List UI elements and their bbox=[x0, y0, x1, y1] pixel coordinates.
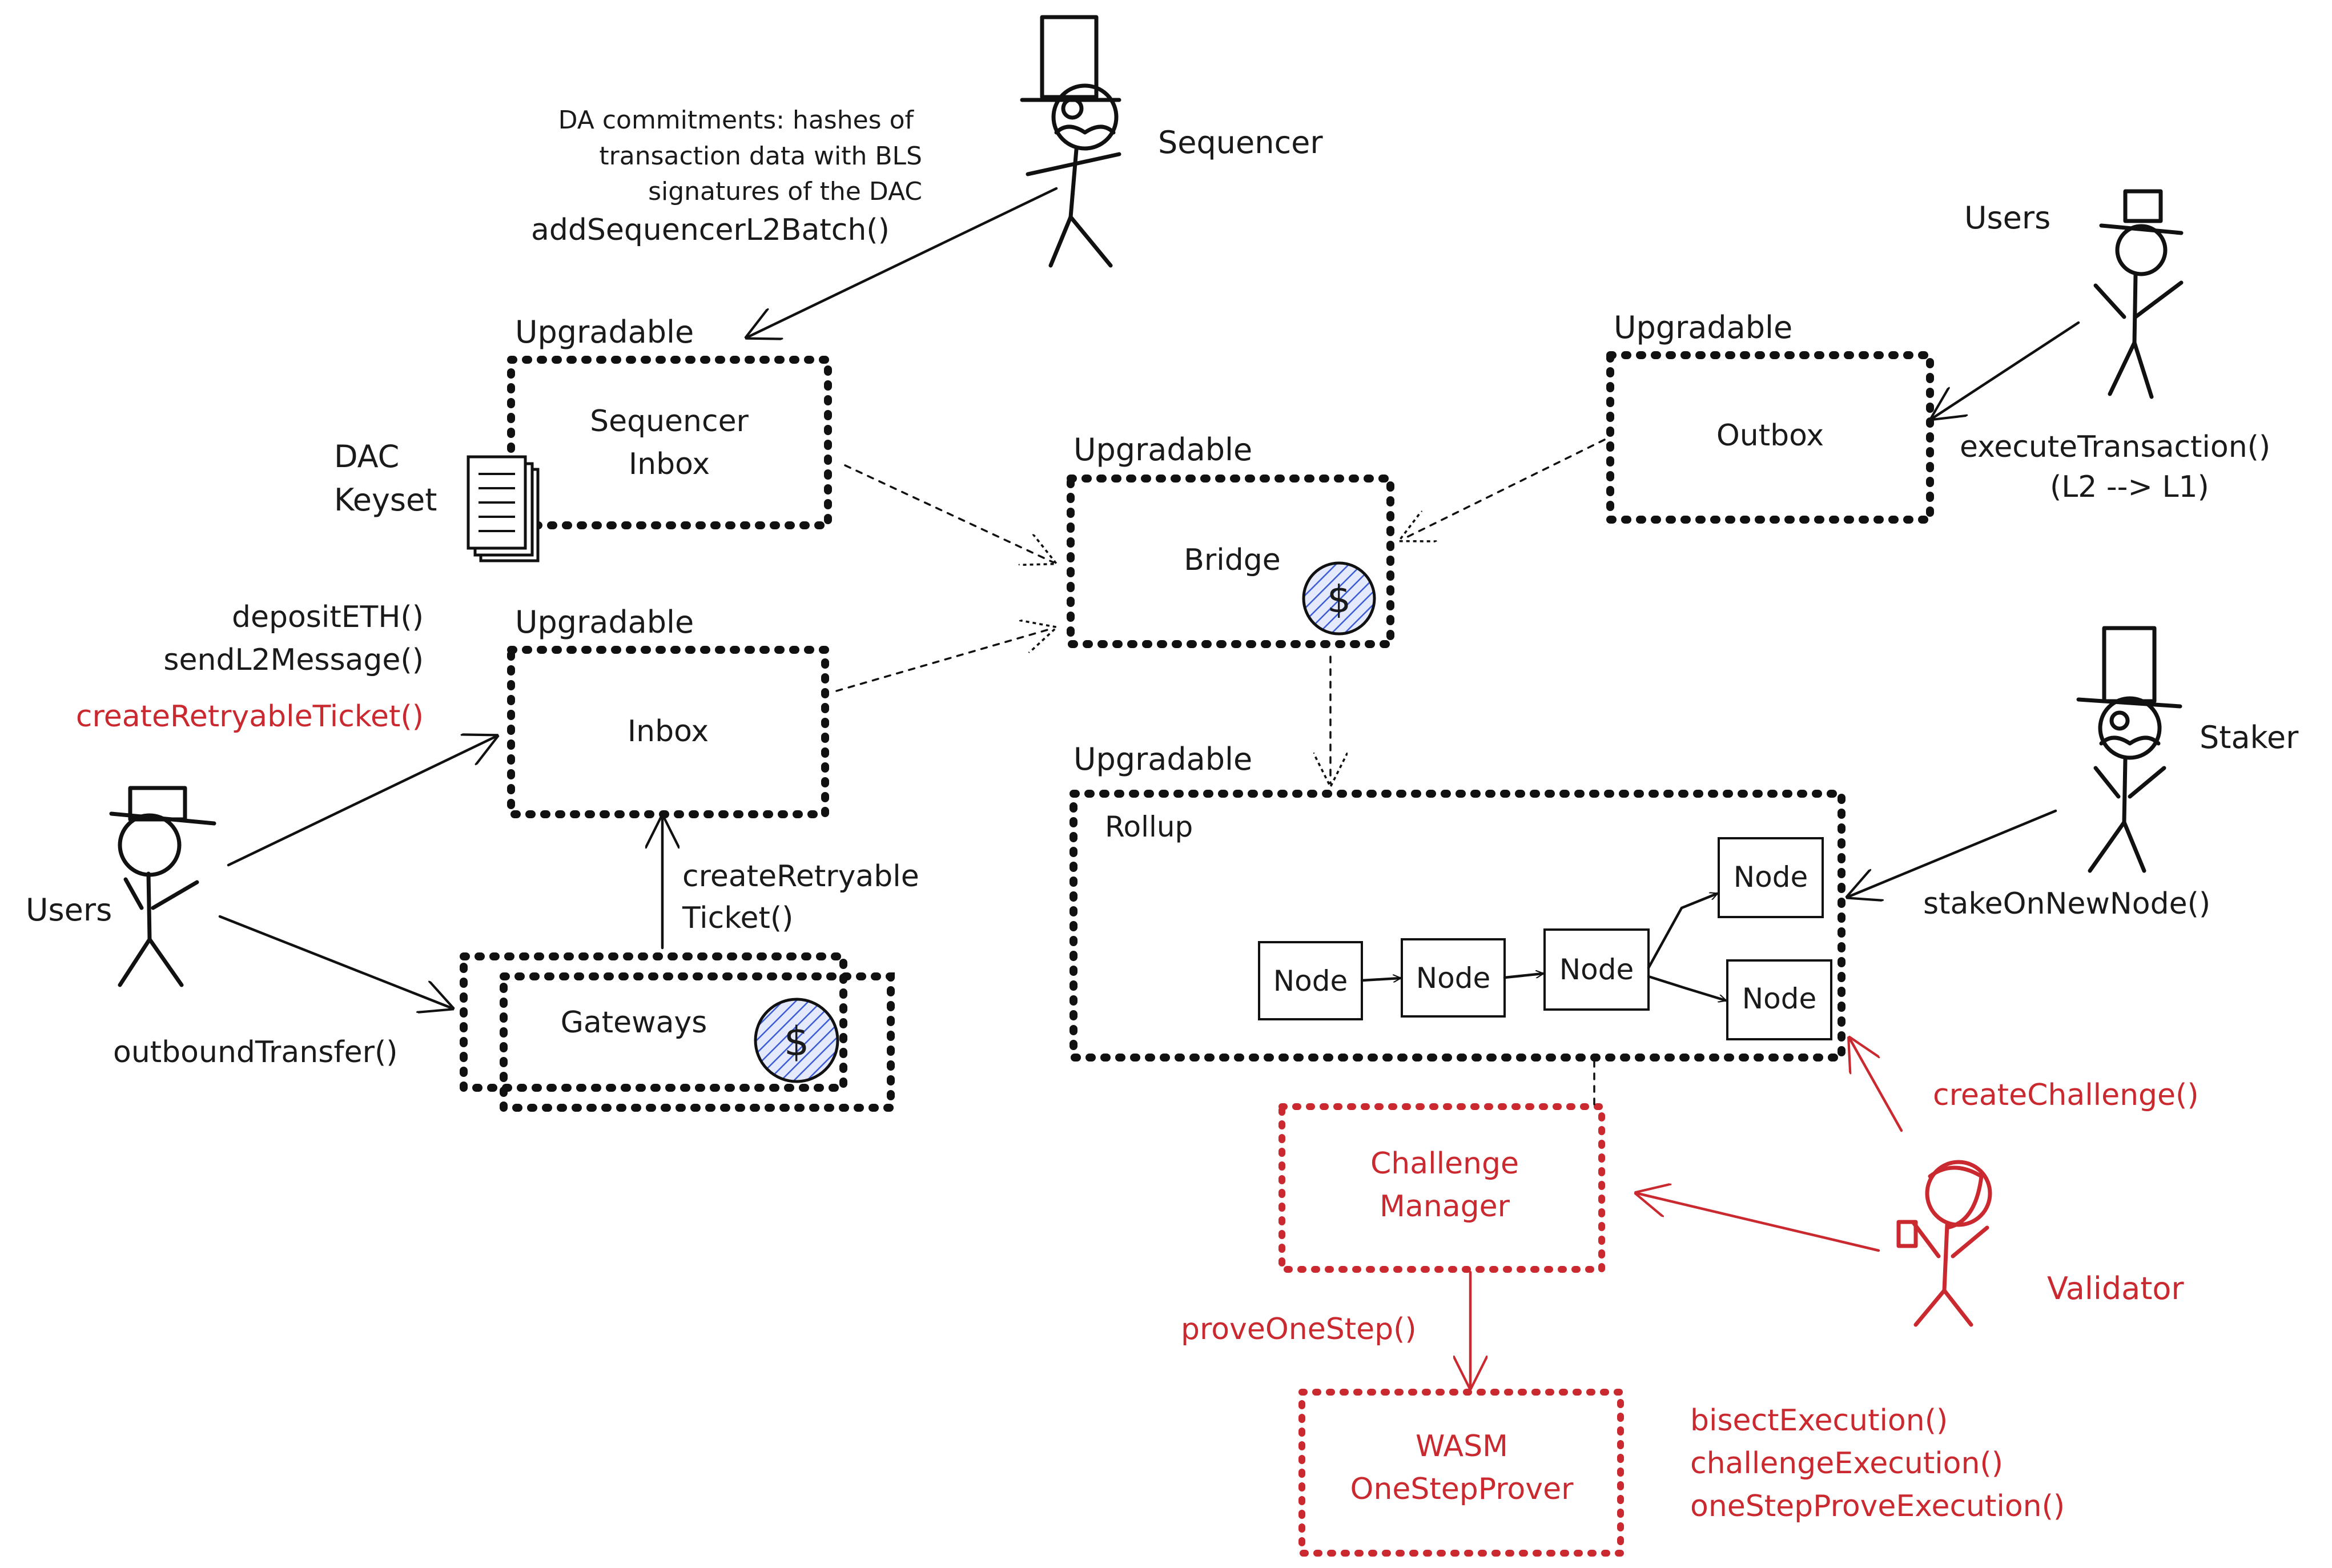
rollup-upgradable-tag: Upgradable bbox=[1073, 741, 1252, 777]
gateways-box[interactable] bbox=[460, 952, 847, 1092]
create-challenge-call: createChallenge() bbox=[1933, 1078, 2199, 1112]
users-top-right-figure-icon bbox=[2093, 189, 2184, 399]
rollup-node-3-label: Node bbox=[1559, 953, 1634, 986]
node-edge-3-5 bbox=[1647, 975, 1726, 1000]
dac-keyset-label-line2: Keyset bbox=[334, 482, 437, 518]
bridge-label: Bridge bbox=[1184, 543, 1281, 577]
dac-keyset-label-line1: DAC bbox=[334, 439, 399, 475]
sequencer-label: Sequencer bbox=[1158, 124, 1323, 160]
edge-sequencer-inbox-to-bridge bbox=[844, 464, 1054, 562]
bridge-coin-symbol: $ bbox=[1327, 577, 1351, 621]
inbox-label: Inbox bbox=[628, 714, 709, 749]
sequencer-inbox-upgradable-tag: Upgradable bbox=[515, 314, 694, 350]
execute-transaction-call: executeTransaction() bbox=[1960, 430, 2270, 464]
add-sequencer-batch-call: addSequencerL2Batch() bbox=[531, 213, 890, 247]
node-edge-3-4 bbox=[1647, 894, 1717, 970]
bridge-coin-icon: $ bbox=[1302, 561, 1376, 636]
edge-inbox-to-bridge bbox=[835, 628, 1054, 692]
sequencer-figure-icon bbox=[1020, 15, 1121, 268]
rollup-node-4[interactable]: Node bbox=[1718, 837, 1824, 918]
sequencer-inbox-box[interactable] bbox=[507, 356, 832, 529]
bridge-upgradable-tag: Upgradable bbox=[1073, 432, 1252, 468]
create-retryable-ticket-call: createRetryableTicket() bbox=[76, 699, 424, 734]
l2-to-l1-note: (L2 --> L1) bbox=[2050, 470, 2209, 504]
staker-figure-icon bbox=[2076, 626, 2182, 873]
gateways-coin-symbol: $ bbox=[784, 1018, 810, 1065]
outbound-transfer-call: outboundTransfer() bbox=[113, 1035, 398, 1070]
da-commitments-note-line1: DA commitments: hashes of bbox=[558, 106, 915, 135]
wasm-osp-label-line1: WASM bbox=[1416, 1429, 1508, 1464]
node-edge-1-2 bbox=[1360, 978, 1402, 980]
rollup-label: Rollup bbox=[1105, 810, 1193, 843]
challenge-execution-call: challengeExecution() bbox=[1690, 1446, 2003, 1481]
edge-users-to-gateways bbox=[218, 915, 451, 1008]
validator-figure-icon bbox=[1896, 1160, 1992, 1327]
challenge-manager-box[interactable] bbox=[1278, 1103, 1605, 1273]
edge-validator-to-challenge-manager bbox=[1638, 1193, 1880, 1252]
outbox-label: Outbox bbox=[1716, 419, 1824, 453]
edge-validator-to-rollup bbox=[1850, 1039, 1903, 1132]
rollup-box[interactable] bbox=[1069, 790, 1846, 1062]
edge-users-to-outbox bbox=[1933, 321, 2080, 418]
rollup-node-3[interactable]: Node bbox=[1543, 928, 1650, 1011]
prove-one-step-call: proveOneStep() bbox=[1181, 1312, 1417, 1346]
da-commitments-note-line3: signatures of the DAC bbox=[648, 177, 922, 206]
rollup-node-5-label: Node bbox=[1742, 982, 1817, 1015]
one-step-prove-execution-call: oneStepProveExecution() bbox=[1690, 1489, 2065, 1523]
outbox-box[interactable] bbox=[1606, 351, 1934, 524]
wasm-osp-box[interactable] bbox=[1298, 1389, 1624, 1557]
gateways-create-retryable-line2: Ticket() bbox=[682, 901, 793, 935]
gateways-coin-icon: $ bbox=[754, 998, 839, 1083]
wasm-osp-label-line2: OneStepProver bbox=[1350, 1472, 1574, 1506]
challenge-manager-label-line2: Manager bbox=[1380, 1189, 1510, 1224]
bisect-execution-call: bisectExecution() bbox=[1690, 1404, 1948, 1438]
rollup-node-1-label: Node bbox=[1273, 964, 1348, 998]
edge-outbox-to-bridge bbox=[1402, 439, 1606, 540]
rollup-node-2[interactable]: Node bbox=[1401, 938, 1506, 1018]
sequencer-inbox-label-line1: Sequencer bbox=[590, 404, 749, 439]
edge-staker-to-rollup bbox=[1849, 809, 2057, 896]
inbox-upgradable-tag: Upgradable bbox=[515, 604, 694, 640]
gateways-label: Gateways bbox=[561, 1006, 707, 1040]
staker-label: Staker bbox=[2200, 719, 2299, 755]
rollup-node-1[interactable]: Node bbox=[1258, 941, 1363, 1020]
edge-sequencer-to-sequencer-inbox bbox=[748, 187, 1058, 337]
users-left-label: Users bbox=[26, 892, 112, 928]
dac-keyset-document-icon bbox=[467, 455, 540, 562]
da-commitments-note-line2: transaction data with BLS bbox=[599, 142, 922, 171]
users-top-right-label: Users bbox=[1964, 200, 2050, 236]
sequencer-inbox-label-line2: Inbox bbox=[629, 447, 710, 481]
validator-label: Validator bbox=[2047, 1271, 2184, 1306]
outbox-upgradable-tag: Upgradable bbox=[1614, 309, 1792, 345]
rollup-node-4-label: Node bbox=[1734, 861, 1808, 894]
rollup-node-5[interactable]: Node bbox=[1726, 959, 1832, 1040]
edge-users-to-inbox bbox=[227, 737, 496, 867]
challenge-manager-label-line1: Challenge bbox=[1370, 1147, 1519, 1181]
rollup-node-2-label: Node bbox=[1416, 962, 1491, 995]
users-left-figure-icon bbox=[109, 786, 216, 987]
deposit-eth-call: depositETH() bbox=[232, 600, 424, 634]
stake-on-new-node-call: stakeOnNewNode() bbox=[1923, 887, 2210, 921]
gateways-box-back bbox=[500, 972, 895, 1112]
send-l2-message-call: sendL2Message() bbox=[163, 643, 424, 677]
gateways-create-retryable-line1: createRetryable bbox=[682, 859, 919, 894]
node-edge-2-3 bbox=[1503, 974, 1545, 979]
